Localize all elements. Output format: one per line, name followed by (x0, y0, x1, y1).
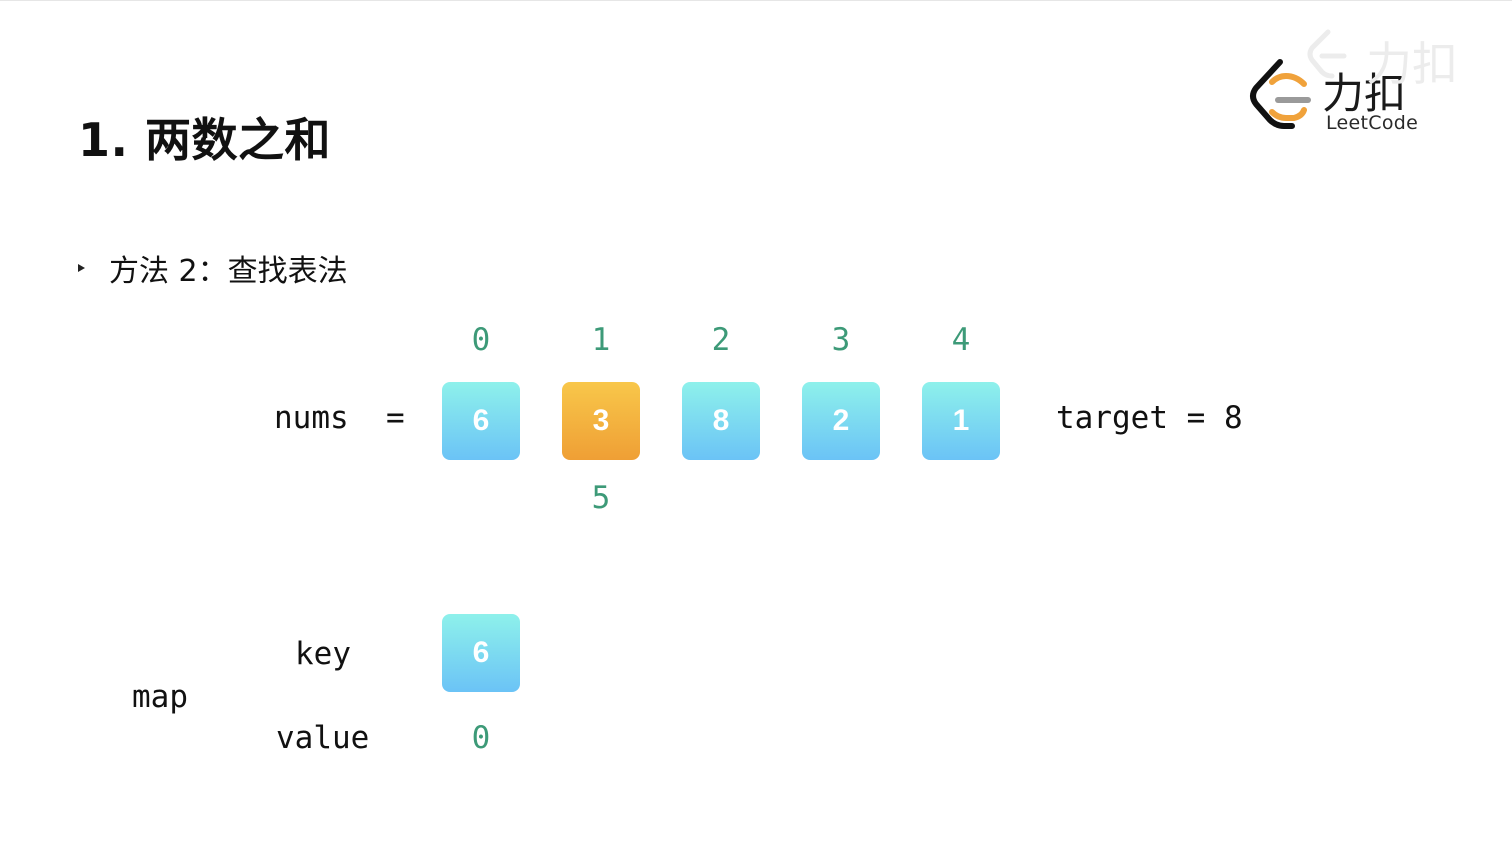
array-index: 0 (471, 322, 491, 358)
nums-label: nums = (274, 400, 405, 436)
top-divider (0, 0, 1512, 1)
bullet-triangle-icon (78, 264, 85, 272)
bullet-text: 方法 2：查找表法 (109, 254, 348, 289)
array-cell: 1 (922, 382, 1000, 460)
array-index: 4 (951, 322, 971, 358)
array-index: 1 (591, 322, 611, 358)
map-value-label: value (276, 720, 370, 756)
array-cell: 6 (442, 382, 520, 460)
target-label: target = 8 (1056, 400, 1243, 436)
array-cell: 2 (802, 382, 880, 460)
array-index: 3 (831, 322, 851, 358)
logo-chinese-text: 力扣 (1322, 69, 1407, 118)
array-cell-highlighted: 3 (562, 382, 640, 460)
bullet-item: 方法 2：查找表法 (78, 246, 348, 290)
map-label: map (132, 679, 188, 715)
map-key-label: key (295, 636, 351, 672)
array-cell: 8 (682, 382, 760, 460)
logo-english-text: LeetCode (1326, 112, 1419, 134)
leetcode-logo-icon (1250, 59, 1311, 129)
watermark-logo-icon: 力扣 (1307, 29, 1458, 91)
watermark-text: 力扣 (1366, 37, 1458, 91)
map-value-cell: 0 (471, 720, 491, 756)
array-index: 2 (711, 322, 731, 358)
map-key-cell: 6 (442, 614, 520, 692)
complement-value: 5 (591, 480, 611, 516)
slide-title: 1. 两数之和 (78, 113, 331, 167)
